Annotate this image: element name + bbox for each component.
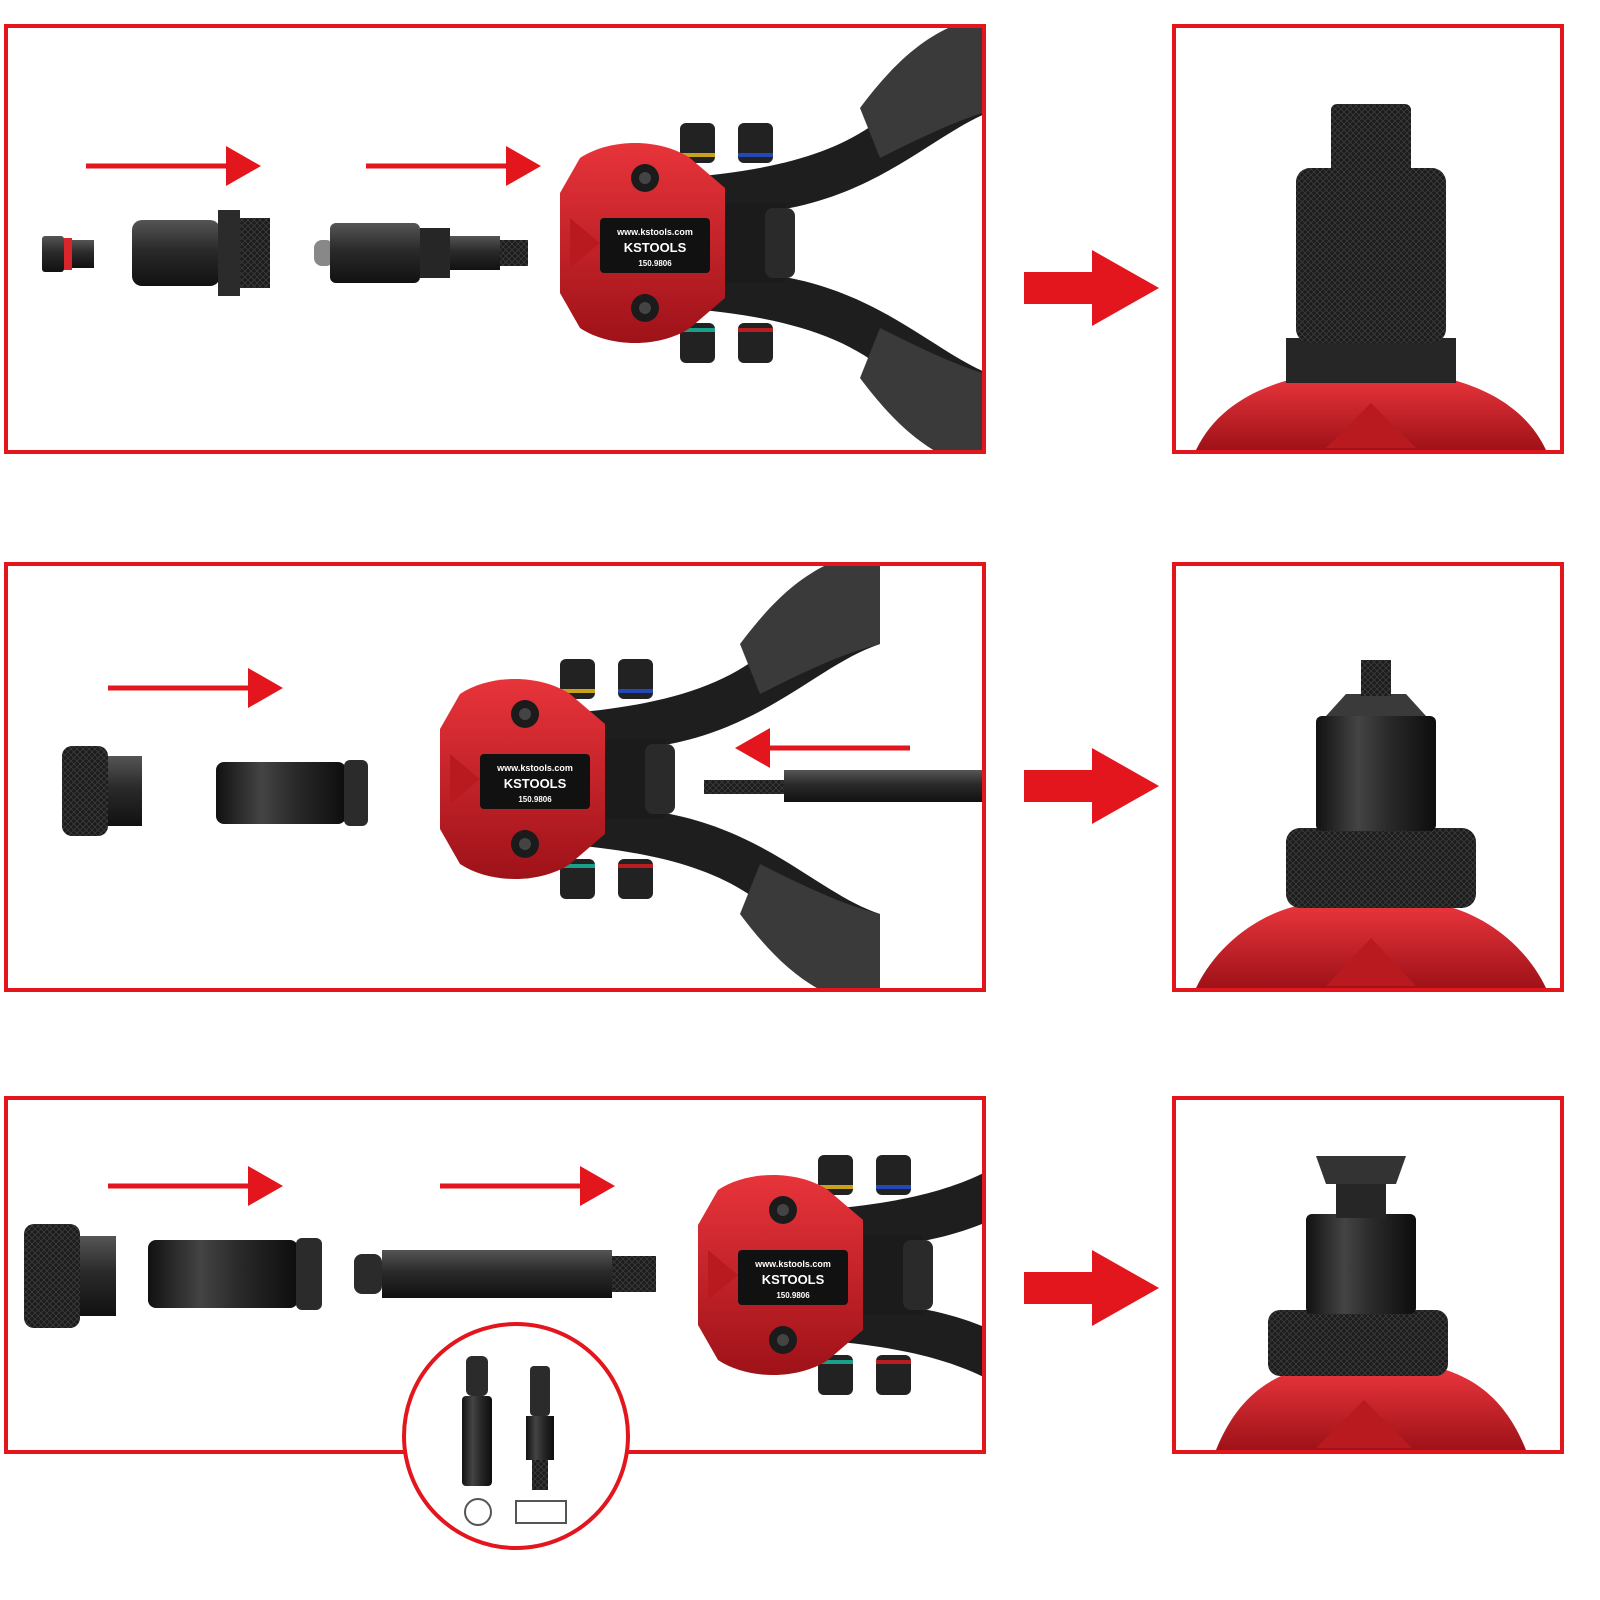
knurled-nut-icon xyxy=(24,1224,116,1328)
tool-label-model: 150.9806 xyxy=(518,795,552,804)
threaded-mandrel-icon xyxy=(1196,660,1546,988)
tool-label-brand: KSTOOLS xyxy=(624,240,687,255)
step-3-assembly-illustration: www.kstools.com KSTOOLS 150.9806 xyxy=(24,1100,982,1450)
threaded-rod-icon xyxy=(704,770,982,802)
round-mandrel-icon xyxy=(462,1356,492,1486)
rivet-tool-head-icon: www.kstools.com KSTOOLS 150.9806 xyxy=(440,566,880,988)
adapter-sleeve-icon xyxy=(132,210,270,296)
step-2-result-panel xyxy=(1172,562,1564,992)
sleeve-icon xyxy=(148,1240,298,1308)
step-1-result-panel xyxy=(1172,24,1564,454)
result-arrow-icon xyxy=(1024,748,1159,824)
tool-label-brand: KSTOOLS xyxy=(504,776,567,791)
circle-profile-icon xyxy=(464,1498,492,1526)
sleeve-icon xyxy=(216,762,346,824)
insert-arrow-icon xyxy=(366,146,541,186)
tool-label-url: www.kstools.com xyxy=(496,763,573,773)
insert-arrow-icon xyxy=(440,1166,615,1206)
rectangle-profile-icon xyxy=(515,1500,567,1524)
flat-mandrel-icon xyxy=(526,1366,554,1490)
step-3-result-panel xyxy=(1172,1096,1564,1454)
hex-nut-adapter-icon xyxy=(1196,104,1546,450)
mandrel-variants-illustration xyxy=(462,1356,567,1526)
nozzle-icon xyxy=(42,236,94,272)
rivet-tool-head-icon: www.kstools.com KSTOOLS 150.9806 xyxy=(560,28,982,450)
tool-label-model: 150.9806 xyxy=(776,1291,810,1300)
tool-label-url: www.kstools.com xyxy=(616,227,693,237)
insert-arrow-icon xyxy=(108,668,283,708)
insert-arrow-icon xyxy=(108,1166,283,1206)
knurled-nut-icon xyxy=(62,746,142,836)
mandrel-variants-inset xyxy=(402,1322,630,1550)
result-arrow-icon xyxy=(1024,1250,1159,1326)
result-arrow-icon xyxy=(1024,250,1159,326)
tool-label-brand: KSTOOLS xyxy=(762,1272,825,1287)
step-3-panel: www.kstools.com KSTOOLS 150.9806 xyxy=(4,1096,986,1454)
step-2-assembly-illustration: www.kstools.com KSTOOLS 150.9806 xyxy=(62,566,982,988)
mandrel-icon xyxy=(354,1250,656,1298)
mandrel-holder-icon xyxy=(314,223,528,283)
insert-arrow-icon xyxy=(735,728,910,768)
tool-label-model: 150.9806 xyxy=(638,259,672,268)
blind-rivet-nut-icon xyxy=(1216,1156,1526,1450)
step-1-panel: www.kstools.com KSTOOLS 150.9806 xyxy=(4,24,986,454)
rivet-tool-head-icon: www.kstools.com KSTOOLS 150.9806 xyxy=(698,1100,982,1450)
insert-arrow-icon xyxy=(86,146,261,186)
step-1-assembly-illustration: www.kstools.com KSTOOLS 150.9806 xyxy=(42,28,982,450)
tool-label-url: www.kstools.com xyxy=(754,1259,831,1269)
step-2-panel: www.kstools.com KSTOOLS 150.9806 xyxy=(4,562,986,992)
